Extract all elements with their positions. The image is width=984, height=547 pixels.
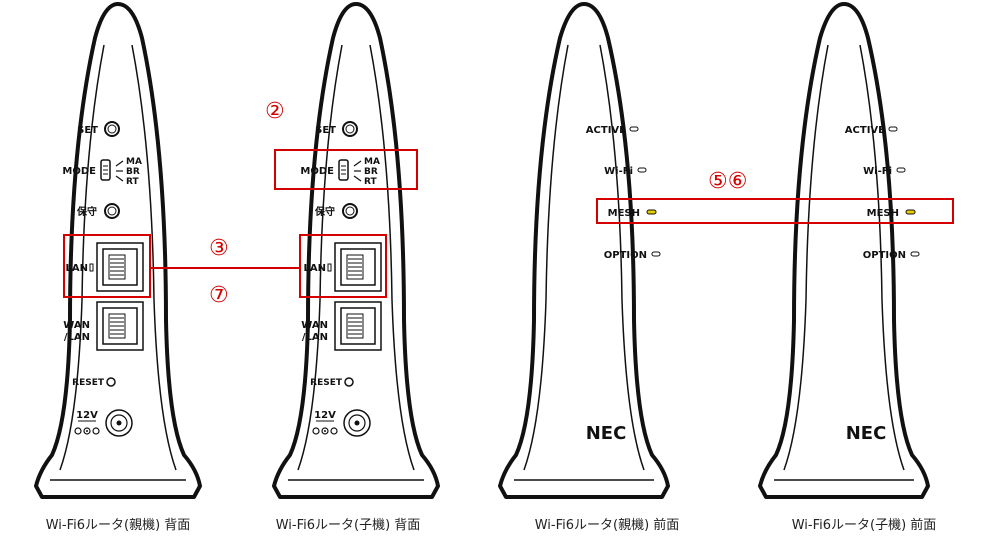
mesh-led (905, 209, 916, 215)
mode-option-ma: MA (126, 157, 142, 167)
active-led (888, 126, 898, 132)
power-jack[interactable] (343, 409, 371, 437)
hoshu-button[interactable] (104, 203, 120, 219)
set-button[interactable] (342, 121, 358, 137)
option-label: OPTION (604, 250, 647, 261)
lan-highlight-child (299, 234, 387, 298)
wifi-led (637, 167, 647, 173)
reset-label: RESET (72, 378, 105, 388)
wifi-label: Wi-Fi (604, 166, 633, 177)
nec-logo: NEC (846, 423, 887, 444)
power-label: 12V (76, 410, 98, 421)
lan-highlight-parent (63, 234, 151, 298)
reset-button[interactable] (106, 377, 116, 387)
mode-option-br: BR (364, 167, 378, 177)
hoshu-label: 保守 (314, 205, 335, 218)
nec-logo: NEC (586, 423, 627, 444)
wan-label-2: /LAN (302, 332, 328, 343)
mode-label: MODE (62, 166, 96, 177)
lan-port[interactable] (96, 242, 144, 292)
lan-label: LAN (66, 263, 88, 274)
option-led (651, 251, 661, 257)
caption-back-parent: Wi-Fi6ルータ(親機) 背面 (45, 518, 191, 533)
step-marker-56: ⑤⑥ (708, 169, 747, 194)
lan-label: LAN (304, 263, 326, 274)
reset-button[interactable] (344, 377, 354, 387)
wifi-led (896, 167, 906, 173)
wan-port[interactable] (96, 301, 144, 351)
mode-option-ma: MA (364, 157, 380, 167)
caption-front-child: Wi-Fi6ルータ(子機) 前面 (791, 518, 937, 533)
highlights (63, 149, 954, 298)
option-label: OPTION (863, 250, 906, 261)
router-back-child: SET MODE MA BR RT 保守 LAN WAN /LAN (272, 2, 440, 499)
wan-label-1: WAN (301, 320, 328, 331)
set-label: SET (77, 125, 98, 136)
active-led (629, 126, 639, 132)
router-front-child: ACTIVE Wi-Fi MESH OPTION NEC (758, 2, 930, 499)
wan-label-2: /LAN (64, 332, 90, 343)
dc-polarity-icon (74, 427, 100, 435)
reset-label: RESET (310, 378, 343, 388)
wan-port[interactable] (334, 301, 382, 351)
power-label: 12V (314, 410, 336, 421)
mode-option-rt: RT (126, 177, 140, 187)
mesh-highlight (596, 198, 954, 224)
mesh-led (646, 209, 657, 215)
hoshu-button[interactable] (342, 203, 358, 219)
set-button[interactable] (104, 121, 120, 137)
lan-port[interactable] (334, 242, 382, 292)
active-label: ACTIVE (845, 125, 885, 136)
step-markers: ② ③ ⑦ ⑤⑥ (209, 99, 747, 308)
mode-label: MODE (300, 166, 334, 177)
mode-option-rt: RT (364, 177, 378, 187)
step-marker-7: ⑦ (209, 283, 229, 308)
router-front-parent: ACTIVE Wi-Fi MESH OPTION NEC (498, 2, 670, 499)
dc-polarity-icon (312, 427, 338, 435)
set-label: SET (315, 125, 336, 136)
caption-back-child: Wi-Fi6ルータ(子機) 背面 (275, 518, 421, 533)
hoshu-label: 保守 (76, 205, 97, 218)
lan-led (89, 263, 94, 272)
mode-option-br: BR (126, 167, 140, 177)
lan-led (327, 263, 332, 272)
caption-front-parent: Wi-Fi6ルータ(親機) 前面 (534, 518, 680, 533)
option-led (910, 251, 920, 257)
mesh-label: MESH (867, 208, 899, 219)
wifi-label: Wi-Fi (863, 166, 892, 177)
step-marker-2: ② (265, 99, 285, 124)
mode-highlight-child (274, 149, 418, 190)
wan-label-1: WAN (63, 320, 90, 331)
router-back-parent: SET MODE MA BR RT 保守 LAN WAN /LAN (34, 2, 202, 499)
step-marker-3: ③ (209, 236, 229, 261)
active-label: ACTIVE (586, 125, 626, 136)
power-jack[interactable] (105, 409, 133, 437)
mesh-label: MESH (608, 208, 640, 219)
